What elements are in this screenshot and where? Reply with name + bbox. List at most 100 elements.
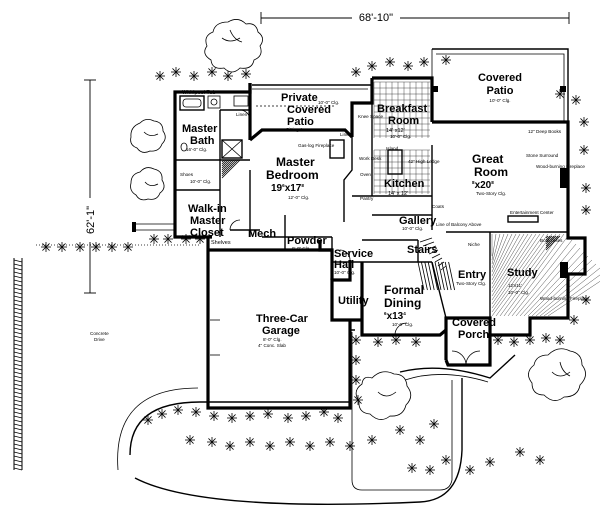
- svg-text:8'-0" Clg.: 8'-0" Clg.: [263, 337, 282, 342]
- svg-text:Wood-burning Fireplace: Wood-burning Fireplace: [540, 296, 589, 301]
- svg-text:10'-0" Clg.: 10'-0" Clg.: [392, 322, 413, 327]
- svg-text:Niche: Niche: [468, 242, 480, 247]
- svg-text:12" Deep Books: 12" Deep Books: [528, 129, 562, 134]
- kitchen-label: Kitchen: [384, 178, 425, 190]
- walk-in-closet-label: Walk-in: [188, 203, 227, 215]
- study-wood-floor: [491, 233, 600, 317]
- shrubs: [41, 55, 591, 475]
- svg-text:Hall: Hall: [334, 259, 354, 271]
- svg-text:Porch: Porch: [458, 329, 489, 341]
- svg-text:10'-0" Clg.: 10'-0" Clg.: [190, 179, 211, 184]
- service-hall-label: Service: [334, 248, 373, 260]
- bath-trellis: [132, 222, 174, 232]
- svg-text:9'-0" Clg.: 9'-0" Clg.: [292, 246, 311, 251]
- svg-text:Mech: Mech: [248, 228, 276, 240]
- svg-text:10'-0" Clg.: 10'-0" Clg.: [318, 100, 339, 105]
- breakfast-room-label: Breakfast: [377, 103, 427, 115]
- tree-left-middle: [130, 167, 165, 201]
- svg-text:Private: Private: [281, 92, 318, 104]
- overall-width-label: 68'-10": [359, 12, 393, 24]
- tree-bottom-left: [355, 371, 412, 420]
- svg-text:8x208: 8x208: [472, 180, 494, 191]
- svg-text:Two-Story Clg.: Two-Story Clg.: [456, 281, 486, 286]
- svg-text:10'-0" Clg.: 10'-0" Clg.: [390, 134, 411, 139]
- svg-text:Concrete: Concrete: [90, 331, 109, 336]
- svg-text:16'-0" Clg.: 16'-0" Clg.: [186, 147, 207, 152]
- svg-text:Whirlpool Tub: Whirlpool Tub: [182, 90, 216, 96]
- svg-text:Work Desk: Work Desk: [359, 156, 382, 161]
- svg-text:42" High Ledge: 42" High Ledge: [408, 159, 440, 164]
- landscape-bed: [117, 329, 516, 505]
- exterior-walls: [173, 76, 587, 410]
- private-covered-patio: Private Covered Patio 10'-0" Clg.: [252, 84, 373, 128]
- svg-text:Entertainment Center: Entertainment Center: [510, 210, 554, 215]
- master-bath-label: Master: [182, 123, 218, 135]
- svg-text:Patio: Patio: [487, 85, 514, 97]
- svg-text:Master: Master: [190, 215, 226, 227]
- svg-text:Bookcases: Bookcases: [540, 238, 563, 243]
- svg-text:6x134: 6x134: [384, 311, 406, 322]
- svg-text:Shelves: Shelves: [211, 240, 231, 246]
- svg-text:Two-Story Clg.: Two-Story Clg.: [476, 191, 506, 196]
- svg-text:Garage: Garage: [262, 325, 300, 337]
- svg-text:196x178: 196x178: [271, 183, 304, 194]
- svg-text:Dining: Dining: [384, 296, 421, 310]
- svg-text:Patio: Patio: [287, 116, 314, 128]
- garage-label: Three-Car: [256, 313, 309, 325]
- svg-text:Coats: Coats: [432, 204, 445, 209]
- tree-left-top: [130, 119, 166, 153]
- powder-label: Powder: [287, 235, 327, 247]
- svg-text:12'x11': 12'x11': [508, 283, 522, 288]
- overall-width-dimension: 68'-10": [260, 9, 570, 25]
- covered-patio: Covered Patio 10'-0" Clg.: [431, 48, 569, 122]
- tree-top-left: [204, 19, 263, 73]
- property-fence: [13, 244, 200, 471]
- great-room-label: Great: [472, 152, 503, 166]
- svg-text:Island: Island: [386, 146, 399, 151]
- svg-text:Bath: Bath: [190, 135, 215, 147]
- breakfast-tile: [373, 81, 430, 138]
- interior-walls: [175, 103, 568, 356]
- svg-text:10'-0" Clg.: 10'-0" Clg.: [402, 226, 423, 231]
- formal-dining-label: Formal: [384, 283, 424, 297]
- svg-text:Line of Balcony Above: Line of Balcony Above: [436, 222, 482, 227]
- svg-text:14' x 12': 14' x 12': [388, 191, 408, 197]
- svg-text:Stone Surround: Stone Surround: [526, 153, 559, 158]
- fixtures: [179, 95, 568, 278]
- svg-text:Bedroom: Bedroom: [266, 168, 319, 182]
- svg-text:10'-0" Clg.: 10'-0" Clg.: [489, 98, 510, 103]
- covered-porch-label: Covered: [452, 317, 496, 329]
- master-bedroom-label: Master: [276, 155, 315, 169]
- doors: [229, 109, 481, 366]
- svg-text:10'-0" Clg.: 10'-0" Clg.: [334, 270, 355, 275]
- stair-treads: [417, 237, 455, 291]
- svg-text:Covered: Covered: [478, 72, 522, 84]
- svg-text:Linen: Linen: [236, 112, 248, 117]
- closet-hatch: [221, 159, 561, 251]
- stairs-label: Stairs: [407, 244, 438, 256]
- svg-text:Drive: Drive: [94, 337, 105, 342]
- svg-text:4" Conc. Slab: 4" Conc. Slab: [258, 343, 286, 348]
- svg-text:Closet: Closet: [190, 227, 224, 239]
- svg-text:Sitting Area: Sitting Area: [286, 127, 310, 132]
- svg-text:Covered: Covered: [287, 104, 331, 116]
- svg-text:Room: Room: [388, 115, 419, 127]
- room-labels: Whirlpool Tub Linen Master Bath 16'-0" C…: [180, 90, 589, 348]
- svg-text:Shoes: Shoes: [180, 172, 194, 177]
- entry-label: Entry: [458, 269, 487, 281]
- concrete-drive: Concrete Drive: [90, 331, 109, 342]
- svg-text:Oven: Oven: [360, 172, 371, 177]
- svg-text:Wood-burning Fireplace: Wood-burning Fireplace: [536, 164, 585, 169]
- gallery-label: Gallery: [399, 215, 437, 227]
- overall-depth-label: 62'-1": [85, 206, 97, 234]
- svg-text:Room: Room: [474, 165, 508, 179]
- svg-text:Gas-log Fireplace: Gas-log Fireplace: [298, 143, 335, 148]
- svg-text:10'-0" Clg.: 10'-0" Clg.: [508, 290, 529, 295]
- svg-text:Pantry: Pantry: [360, 196, 374, 201]
- svg-text:Linen: Linen: [340, 132, 352, 137]
- overall-depth-dimension: 62'-1": [82, 79, 98, 294]
- svg-text:Knee Space: Knee Space: [358, 114, 383, 119]
- study-label: Study: [507, 267, 538, 279]
- svg-text:12'-0" Clg.: 12'-0" Clg.: [288, 195, 309, 200]
